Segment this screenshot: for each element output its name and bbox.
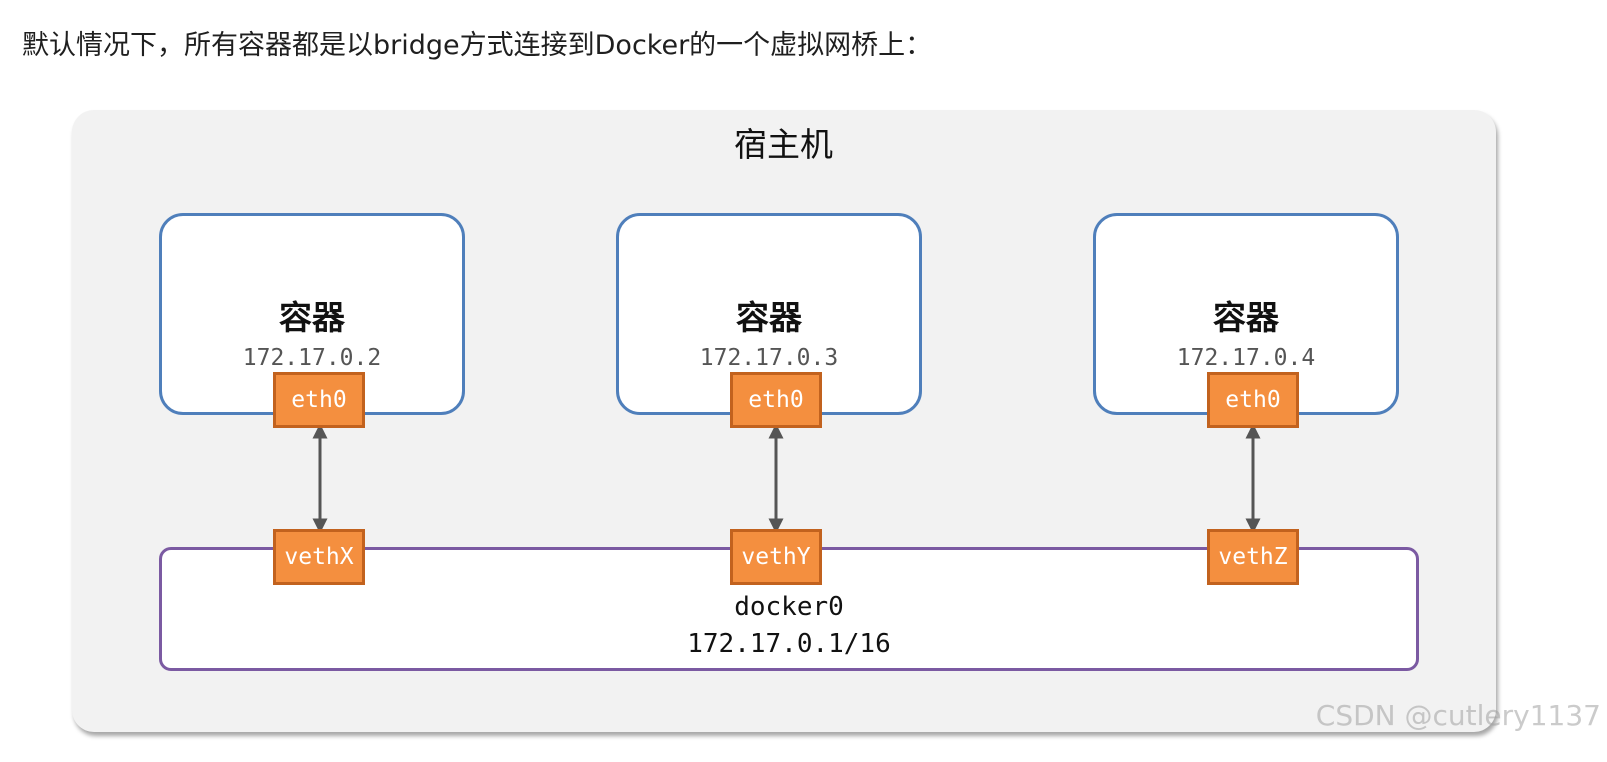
container-box-2: 容器 172.17.0.3 — [616, 213, 922, 415]
watermark-text: CSDN @cutlery1137 — [1315, 699, 1601, 732]
container-ip-1: 172.17.0.2 — [242, 345, 382, 371]
container-box-1: 容器 172.17.0.2 — [159, 213, 465, 415]
veth-interface-x: vethX — [273, 529, 365, 585]
eth0-interface-2: eth0 — [730, 372, 822, 428]
container-title-2: 容器 — [736, 298, 802, 337]
bridge-ip: 172.17.0.1/16 — [687, 629, 891, 659]
veth-interface-y: vethY — [730, 529, 822, 585]
veth-interface-z: vethZ — [1207, 529, 1299, 585]
bridge-name: docker0 — [734, 592, 844, 622]
eth0-interface-3: eth0 — [1207, 372, 1299, 428]
container-title-1: 容器 — [279, 298, 345, 337]
host-title: 宿主机 — [734, 125, 833, 164]
caption-text: 默认情况下，所有容器都是以bridge方式连接到Docker的一个虚拟网桥上： — [22, 30, 933, 61]
container-title-3: 容器 — [1213, 298, 1279, 337]
eth0-interface-1: eth0 — [273, 372, 365, 428]
container-ip-2: 172.17.0.3 — [699, 345, 839, 371]
container-ip-3: 172.17.0.4 — [1176, 345, 1316, 371]
